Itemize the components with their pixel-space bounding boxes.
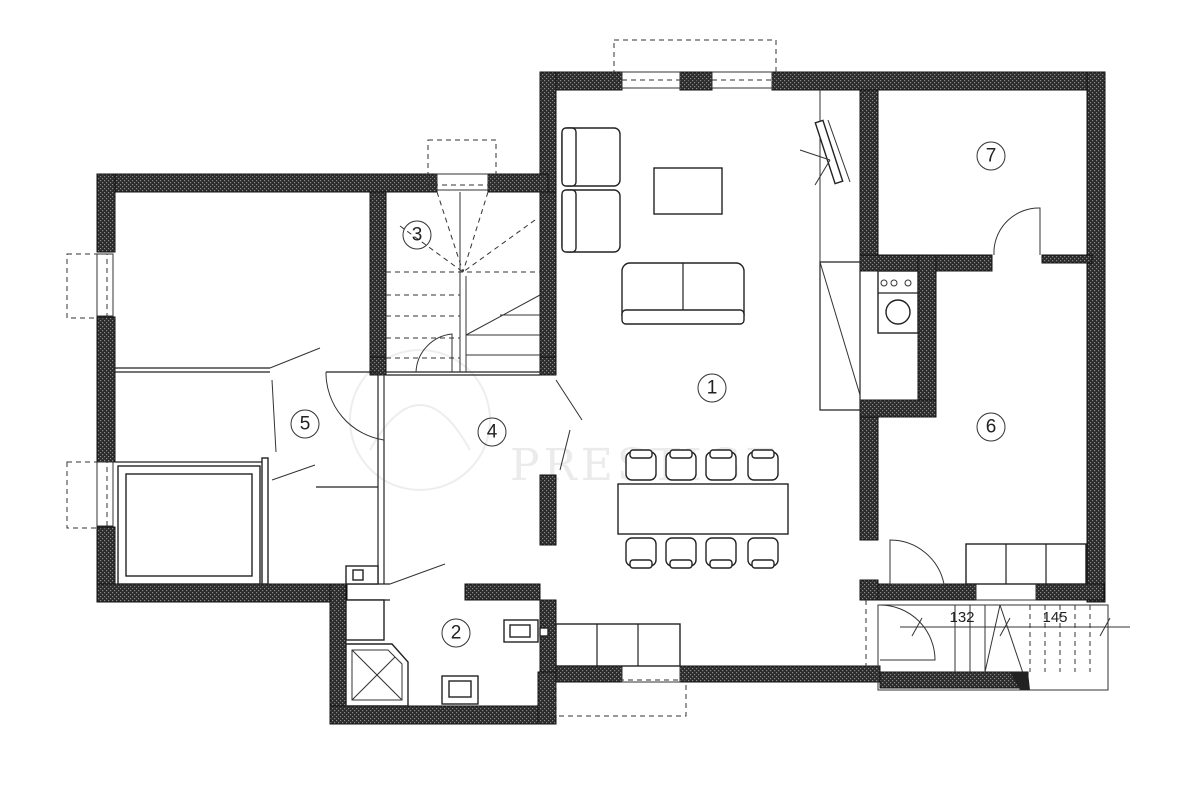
dining-table: [617, 483, 789, 535]
room-label-7: 7: [986, 146, 997, 167]
dimension-145: 145: [1042, 609, 1067, 626]
stairs: 132 145: [386, 191, 1130, 691]
furniture: [117, 127, 1087, 707]
doors: [269, 119, 1041, 661]
room-label-2: 2: [451, 623, 462, 644]
room-label-5: 5: [300, 414, 311, 435]
dining-chairs: [625, 449, 779, 569]
room-label-6: 6: [986, 417, 997, 438]
room-label-4: 4: [487, 422, 498, 443]
room-labels: 1 2 3 4 5 6 7: [290, 141, 1006, 648]
kitchen-counter: [555, 623, 681, 667]
room-label-1: 1: [707, 378, 718, 399]
counter-room-6: [965, 543, 1087, 585]
dimension-132: 132: [949, 609, 974, 626]
walls: [96, 71, 1106, 725]
windows: [66, 39, 1037, 717]
room-label-3: 3: [412, 225, 423, 246]
coffee-table: [653, 167, 723, 215]
